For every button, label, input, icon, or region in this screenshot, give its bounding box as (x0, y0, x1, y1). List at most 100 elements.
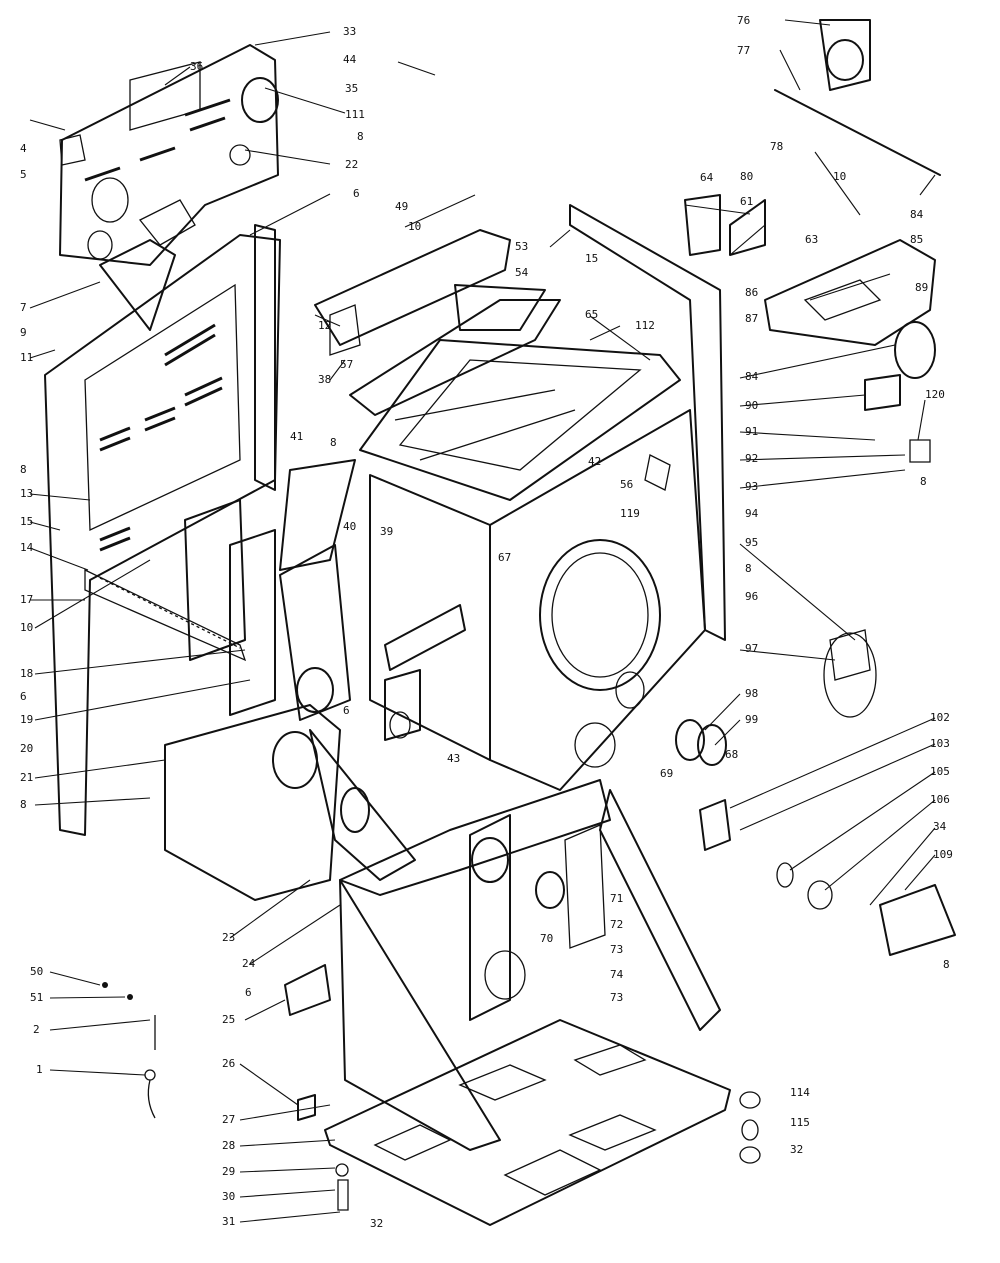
callout: 8 (357, 130, 364, 143)
callout: 18 (20, 667, 33, 680)
callout: 10 (408, 220, 421, 233)
callout: 102 (930, 711, 950, 724)
callout: 4 (20, 142, 27, 155)
callout: 27 (222, 1113, 235, 1126)
callout: 67 (498, 551, 511, 564)
callout: 94 (745, 507, 759, 520)
callout: 5 (20, 168, 27, 181)
callout: 41 (290, 430, 303, 443)
callout: 76 (737, 14, 750, 27)
callout: 8 (745, 562, 752, 575)
drum-cabinet (359, 204, 726, 791)
callout: 86 (745, 286, 758, 299)
hardware-kit (102, 964, 761, 1211)
callouts: 33 36 44 35 111 8 22 4 5 6 7 9 11 8 13 1… (20, 14, 953, 1230)
callout: 53 (515, 240, 528, 253)
callout: 10 (833, 170, 846, 183)
callout: 61 (740, 195, 753, 208)
callout: 51 (30, 991, 43, 1004)
callout: 54 (515, 266, 529, 279)
callout: 44 (343, 53, 357, 66)
callout: 78 (770, 140, 783, 153)
callout: 69 (660, 767, 673, 780)
callout: 84 (910, 208, 924, 221)
callout: 120 (925, 388, 945, 401)
callout: 65 (585, 308, 598, 321)
callout: 8 (943, 958, 950, 971)
callout: 1 (36, 1063, 43, 1076)
callout: 49 (395, 200, 408, 213)
callout: 8 (920, 475, 927, 488)
callout: 10 (20, 621, 33, 634)
callout: 64 (700, 171, 714, 184)
callout: 15 (20, 515, 33, 528)
callout: 21 (20, 771, 33, 784)
callout: 23 (222, 931, 235, 944)
callout: 77 (737, 44, 750, 57)
callout: 6 (20, 690, 27, 703)
callout: 22 (345, 158, 358, 171)
air-duct-assembly (164, 459, 416, 901)
callout: 7 (20, 301, 27, 314)
callout: 6 (353, 187, 360, 200)
callout: 39 (380, 525, 393, 538)
callout: 103 (930, 737, 950, 750)
callout: 8 (330, 436, 337, 449)
callout: 14 (20, 541, 34, 554)
callout: 35 (345, 82, 358, 95)
top-cover (314, 229, 561, 416)
callout: 63 (805, 233, 818, 246)
callout: 28 (222, 1139, 235, 1152)
callout: 112 (635, 319, 655, 332)
callout: 11 (20, 351, 33, 364)
rear-panel (59, 44, 279, 331)
callout: 95 (745, 536, 758, 549)
callout: 96 (745, 590, 758, 603)
callout: 93 (745, 480, 758, 493)
callout: 19 (20, 713, 33, 726)
callout: 6 (343, 704, 350, 717)
cabinet-side-panel (44, 224, 281, 836)
callout: 32 (790, 1143, 803, 1156)
callout: 119 (620, 507, 640, 520)
callout: 20 (20, 742, 33, 755)
callout: 38 (318, 373, 331, 386)
callout: 9 (20, 326, 27, 339)
callout: 57 (340, 358, 353, 371)
callout: 89 (915, 281, 928, 294)
base-frame (324, 779, 731, 1226)
callout: 91 (745, 425, 758, 438)
callout: 72 (610, 918, 623, 931)
callout: 13 (20, 487, 33, 500)
callout: 74 (610, 968, 624, 981)
callout: 2 (33, 1023, 40, 1036)
callout: 15 (585, 252, 598, 265)
callout: 43 (447, 752, 460, 765)
callout: 33 (343, 25, 356, 38)
callout: 98 (745, 687, 758, 700)
callout: 42 (588, 455, 601, 468)
callout: 92 (745, 452, 758, 465)
callout: 26 (222, 1057, 235, 1070)
callout: 84 (745, 370, 759, 383)
callout: 106 (930, 793, 950, 806)
callout: 8 (20, 463, 27, 476)
callout: 105 (930, 765, 950, 778)
callout: 114 (790, 1086, 810, 1099)
callout: 71 (610, 892, 623, 905)
leader-lines (29, 19, 936, 1223)
callout: 32 (370, 1217, 383, 1230)
callout: 24 (242, 957, 256, 970)
callout: 99 (745, 713, 758, 726)
callout: 56 (620, 478, 633, 491)
callout: 34 (933, 820, 947, 833)
callout: 8 (20, 798, 27, 811)
exhaust-assembly (675, 19, 956, 956)
callout: 29 (222, 1165, 235, 1178)
callout: 97 (745, 642, 758, 655)
callout: 6 (245, 986, 252, 999)
callout: 70 (540, 932, 553, 945)
callout: 85 (910, 233, 923, 246)
callout: 115 (790, 1116, 810, 1129)
